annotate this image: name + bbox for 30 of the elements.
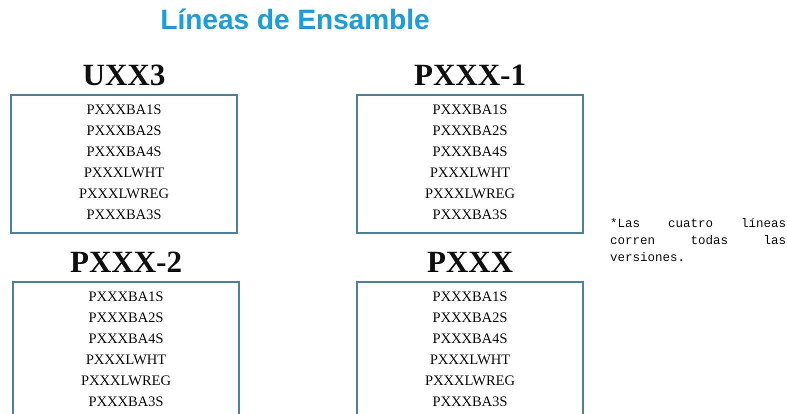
part-number: PXXXLWHT xyxy=(84,164,164,183)
part-number: PXXXLWHT xyxy=(430,351,510,370)
part-number: PXXXBA2S xyxy=(432,309,508,328)
part-number: PXXXBA2S xyxy=(86,122,162,141)
part-number: PXXXBA4S xyxy=(88,330,164,349)
box-heading: PXXX-1 xyxy=(414,58,526,92)
part-number: PXXXBA3S xyxy=(432,393,508,412)
part-number: PXXXBA1S xyxy=(432,101,508,120)
part-number: PXXXBA4S xyxy=(432,330,508,349)
part-number: PXXXBA3S xyxy=(88,393,164,412)
part-number: PXXXBA3S xyxy=(86,206,162,225)
part-number: PXXXLWHT xyxy=(430,164,510,183)
box-heading: UXX3 xyxy=(82,58,166,92)
part-number: PXXXBA4S xyxy=(86,143,162,162)
part-number: PXXXLWREG xyxy=(81,372,171,391)
part-number: PXXXBA2S xyxy=(432,122,508,141)
part-number: PXXXLWHT xyxy=(86,351,166,370)
box-heading: PXXX-2 xyxy=(70,245,182,279)
part-number: PXXXLWREG xyxy=(79,185,169,204)
part-number: PXXXLWREG xyxy=(425,185,515,204)
part-number: PXXXBA1S xyxy=(432,288,508,307)
part-number: PXXXBA3S xyxy=(432,206,508,225)
part-number: PXXXBA2S xyxy=(88,309,164,328)
diagram-title: Líneas de Ensamble xyxy=(159,4,431,36)
part-number: PXXXBA1S xyxy=(86,101,162,120)
footnote: *Las cuatro líneas corren todas las versiones. xyxy=(610,216,786,267)
part-number: PXXXBA4S xyxy=(432,143,508,162)
part-number: PXXXLWREG xyxy=(425,372,515,391)
box-heading: PXXX xyxy=(426,245,514,279)
part-number: PXXXBA1S xyxy=(88,288,164,307)
